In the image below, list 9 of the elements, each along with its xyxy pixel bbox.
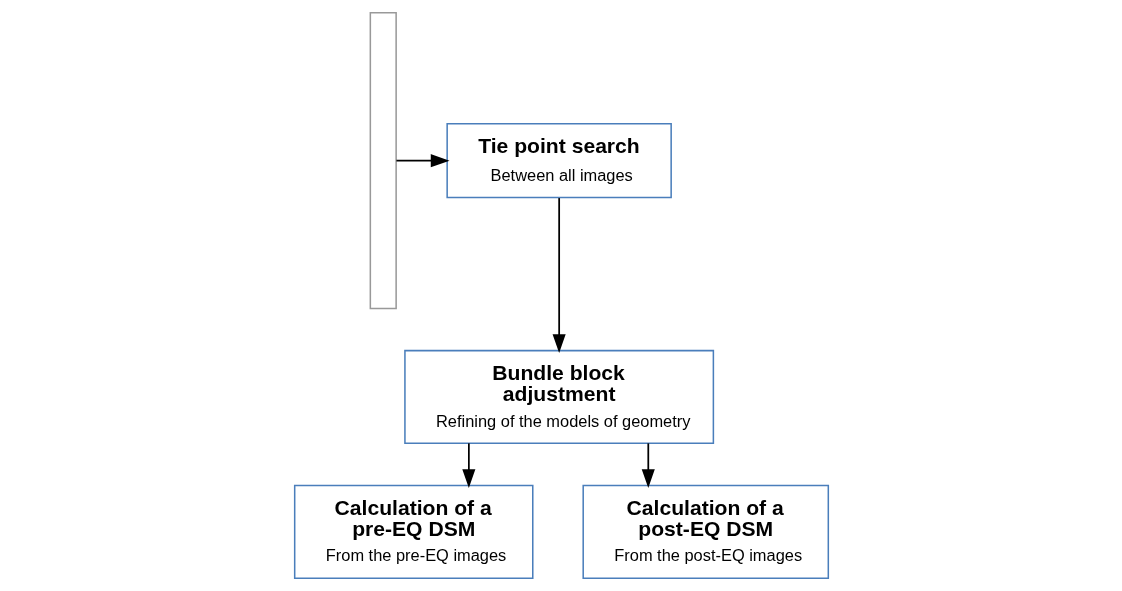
arrow [552,197,566,353]
arrow [395,154,450,168]
arrow [461,442,475,488]
node-box [369,12,397,310]
arrow [641,442,655,488]
node-box: Tie point search Between all images [445,122,672,199]
node-box: Calculation of a post-EQ DSM From the post-EQ images [581,484,829,579]
node-box: Calculation of a pre-EQ DSM From the pre-EQ images [293,484,534,579]
node-box: Bundle block adjustment Refining of the models of geometry [403,349,714,445]
